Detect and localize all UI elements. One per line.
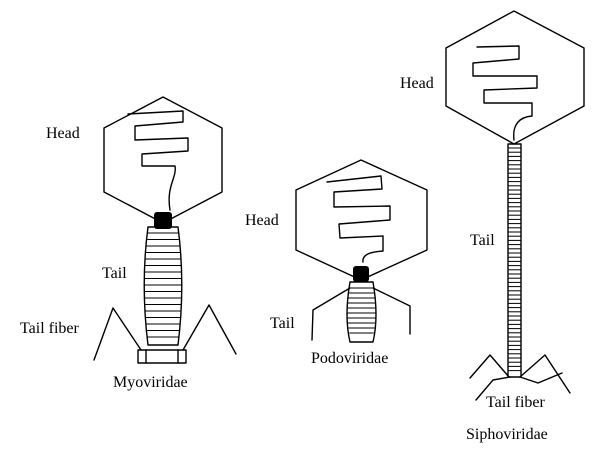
myoviridae-tail-label: Tail bbox=[102, 265, 127, 282]
podoviridae-dna-coil bbox=[326, 175, 391, 263]
siphoviridae-fiber-near-right bbox=[519, 372, 563, 384]
podoviridae-tail-label: Tail bbox=[270, 315, 295, 332]
siphoviridae-head-label: Head bbox=[400, 75, 434, 92]
podoviridae-phage: Head Tail Podoviridae bbox=[245, 159, 428, 367]
siphoviridae-tail-fiber-label: Tail fiber bbox=[486, 394, 546, 411]
myoviridae-tail-fiber-right bbox=[182, 304, 237, 355]
siphoviridae-name-label: Siphoviridae bbox=[466, 426, 548, 443]
myoviridae-tail-fiber-label: Tail fiber bbox=[20, 320, 80, 337]
siphoviridae-dna-coil bbox=[472, 45, 538, 141]
siphoviridae-head-capsid bbox=[445, 10, 585, 145]
myoviridae-tail-fiber-left bbox=[93, 307, 142, 361]
siphoviridae-tail-stripes bbox=[508, 147, 521, 372]
siphoviridae-fiber-far-left bbox=[469, 354, 510, 379]
podoviridae-name-label: Podoviridae bbox=[311, 350, 388, 367]
podoviridae-fiber-left bbox=[311, 287, 351, 341]
myoviridae-dna-coil bbox=[127, 110, 189, 211]
myoviridae-phage: Head Tail Tail fiber Myoviridae bbox=[20, 96, 237, 391]
podoviridae-head-label: Head bbox=[245, 212, 279, 229]
podoviridae-tail-stripes bbox=[347, 287, 376, 334]
siphoviridae-fiber-near-left bbox=[475, 376, 511, 401]
siphoviridae-fiber-far-right bbox=[519, 354, 571, 394]
podoviridae-tail-outline bbox=[346, 281, 377, 343]
myoviridae-head-label: Head bbox=[46, 125, 80, 142]
myoviridae-tail-sheath-outline bbox=[143, 226, 183, 346]
myoviridae-collar bbox=[154, 212, 172, 229]
myoviridae-head-capsid bbox=[103, 96, 223, 224]
siphoviridae-tail-label: Tail bbox=[470, 232, 495, 249]
siphoviridae-phage: Head Tail Tail fiber Siphoviridae bbox=[400, 10, 585, 443]
podoviridae-collar bbox=[353, 266, 369, 282]
podoviridae-fiber-right bbox=[372, 287, 411, 335]
siphoviridae-tail-outline bbox=[507, 143, 522, 378]
myoviridae-name-label: Myoviridae bbox=[113, 374, 188, 391]
myoviridae-tail-stripes bbox=[144, 232, 182, 338]
myoviridae-baseplate bbox=[137, 349, 187, 364]
